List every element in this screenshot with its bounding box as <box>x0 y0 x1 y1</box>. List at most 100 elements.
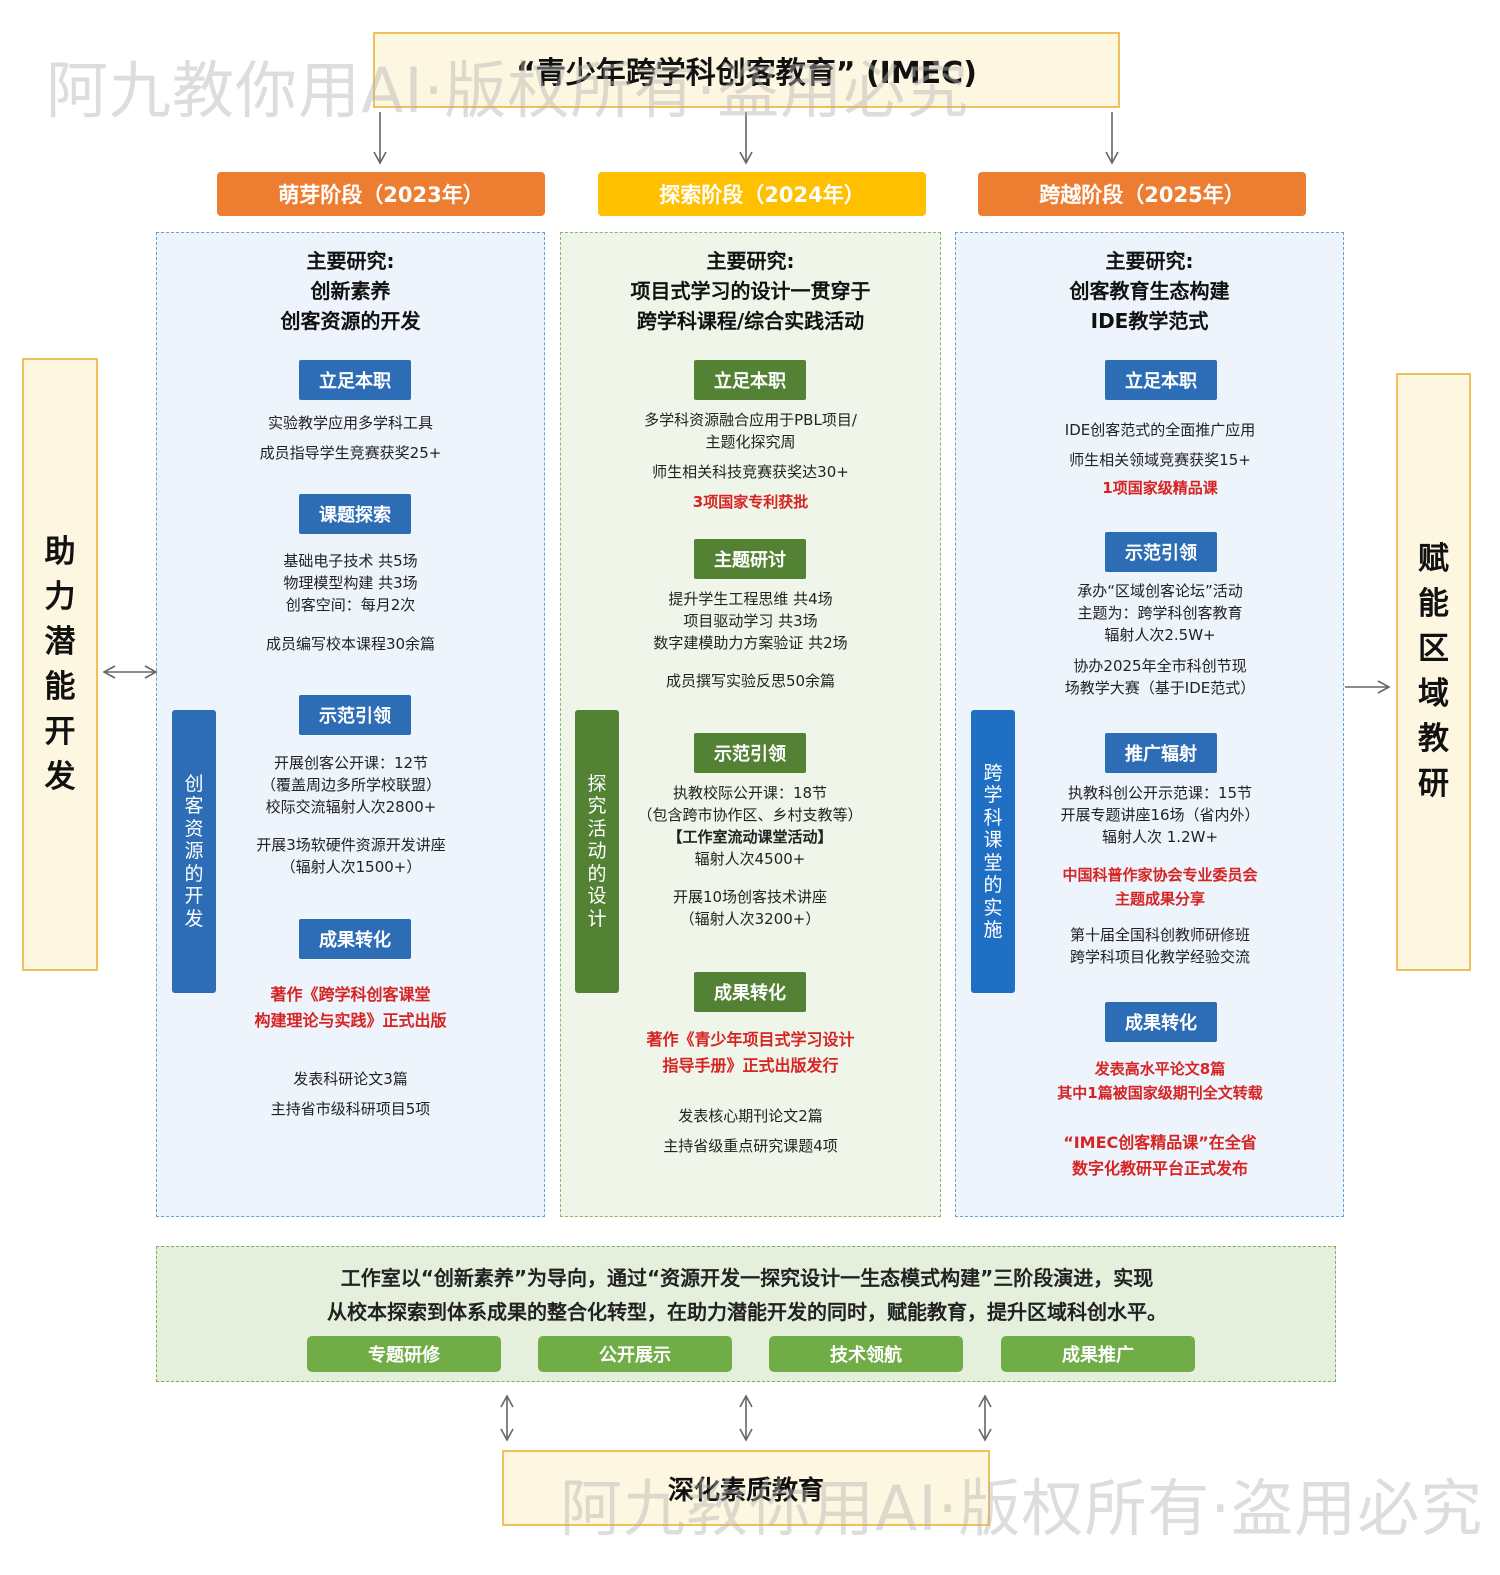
col3-s4-red: 发表高水平论文8篇 其中1篇被国家级期刊全文转载 <box>970 1057 1350 1105</box>
col2-s2-block: 提升学生工程思维 共4场 项目驱动学习 共3场 数字建模助力方案验证 共2场 <box>560 588 941 654</box>
col2-tag-shifan: 示范引领 <box>694 733 806 773</box>
col3-s4-red-line: 其中1篇被国家级期刊全文转载 <box>1057 1084 1263 1102</box>
col1-research: 主要研究: 创新素养 创客资源的开发 <box>156 246 545 336</box>
col1-tag-chengguo: 成果转化 <box>299 919 411 959</box>
col2-s3-line: （辐射人次3200+） <box>679 910 821 928</box>
col2-s4-line: 主持省级重点研究课题4项 <box>663 1137 838 1155</box>
col3-s3-red-line: 主题成果分享 <box>1114 890 1205 908</box>
col1-s2-extra: 成员编写校本课程30余篇 <box>265 635 436 653</box>
col2-s3-line: 【工作室流动课堂活动】 <box>667 828 833 846</box>
col3-s1-line: 师生相关领域竞赛获奖15+ <box>1069 451 1251 469</box>
col2-s3-line: （包含跨市协作区、乡村支教等） <box>637 806 863 824</box>
col2-s1-line2: 师生相关科技竞赛获奖达30+ <box>652 463 849 481</box>
side-box-left: 助力潜能开发 <box>22 358 98 971</box>
col2-s2-line: 项目驱动学习 共3场 <box>683 612 818 630</box>
col1-s3-line: （辐射人次1500+） <box>280 858 422 876</box>
col2-s3-line: 辐射人次4500+ <box>694 850 806 868</box>
col2-s2-line: 提升学生工程思维 共4场 <box>668 590 833 608</box>
col3-s2-line: 主题为：跨学科创客教育 <box>1077 604 1243 622</box>
col1-s2-line: 创客空间：每月2次 <box>285 596 416 614</box>
col1-research-line: 创客资源的开发 <box>280 309 421 333</box>
col1-s1-line: 实验教学应用多学科工具 <box>267 414 433 432</box>
pill-chengguo: 成果推广 <box>1001 1336 1195 1372</box>
col1-s4-red: 著作《跨学科创客课堂 构建理论与实践》正式出版 <box>156 982 545 1034</box>
main-title: “青少年跨学科创客教育” (IMEC) <box>373 32 1120 108</box>
col3-tag-shifan: 示范引领 <box>1105 532 1217 572</box>
col2-s4-red-line: 指导手册》正式出版发行 <box>662 1056 839 1075</box>
col3-s4-red-line: 发表高水平论文8篇 <box>1094 1060 1226 1078</box>
col2-s4-line: 发表核心期刊论文2篇 <box>678 1107 823 1125</box>
col1-s4-line: 主持省市级科研项目5项 <box>270 1100 431 1118</box>
col2-s2-extra: 成员撰写实验反思50余篇 <box>665 672 836 690</box>
col2-s4-lines: 发表核心期刊论文2篇 主持省级重点研究课题4项 <box>560 1101 941 1161</box>
col3-s3-block2: 第十届全国科创教师研修班 跨学科项目化教学经验交流 <box>970 924 1350 968</box>
col2-vertical-label: 探究活动的设计 <box>575 710 619 993</box>
col2-s3-block: 执教校际公开课：18节 （包含跨市协作区、乡村支教等） 【工作室流动课堂活动】 … <box>620 782 880 870</box>
col3-s2-line: 场教学大赛（基于IDE范式） <box>1064 679 1256 697</box>
bottom-goal-box: 深化素质教育 <box>502 1450 990 1526</box>
stage-3-header: 跨越阶段（2025年） <box>978 172 1306 216</box>
col3-s1-lines: IDE创客范式的全面推广应用 师生相关领域竞赛获奖15+ <box>970 415 1350 475</box>
col1-s3-line: 校际交流辐射人次2800+ <box>265 798 437 816</box>
col3-vertical-label: 跨学科课堂的实施 <box>971 710 1015 993</box>
col3-s1-red: 1项国家级精品课 <box>1102 479 1218 497</box>
col3-s3-red: 中国科普作家协会专业委员会 主题成果分享 <box>970 863 1350 911</box>
col2-tag-chengguo: 成果转化 <box>694 972 806 1012</box>
col2-s4-red-line: 著作《青少年项目式学习设计 <box>646 1030 855 1049</box>
col2-s1-line: 主题化探究周 <box>705 433 796 451</box>
stage-1-header: 萌芽阶段（2023年） <box>217 172 545 216</box>
col3-s1-line: IDE创客范式的全面推广应用 <box>1064 421 1256 439</box>
col2-s2-line: 数字建模助力方案验证 共2场 <box>653 634 848 652</box>
col1-s2-block: 基础电子技术 共5场 物理模型构建 共3场 创客空间：每月2次 <box>156 550 545 616</box>
col3-s3-block: 执教科创公开示范课：15节 开展专题讲座16场（省内外） 辐射人次 1.2W+ <box>970 782 1350 848</box>
col1-s3-block2: 开展3场软硬件资源开发讲座 （辐射人次1500+） <box>186 834 516 878</box>
col3-research-line: IDE教学范式 <box>1090 309 1209 333</box>
col1-tag-lizu: 立足本职 <box>299 360 411 400</box>
col3-research: 主要研究: 创客教育生态构建 IDE教学范式 <box>955 246 1344 336</box>
col2-research-line: 跨学科课程/综合实践活动 <box>636 309 865 333</box>
col3-s3-red-line: 中国科普作家协会专业委员会 <box>1062 866 1258 884</box>
col2-s3-line: 执教校际公开课：18节 <box>672 784 828 802</box>
col1-s1-line: 成员指导学生竞赛获奖25+ <box>259 444 442 462</box>
col3-s4-red-line: “IMEC创客精品课”在全省 <box>1063 1133 1257 1152</box>
col2-research-line: 项目式学习的设计一贯穿于 <box>630 279 871 303</box>
col2-research: 主要研究: 项目式学习的设计一贯穿于 跨学科课程/综合实践活动 <box>560 246 941 336</box>
col1-s3-line: （覆盖周边多所学校联盟） <box>260 776 441 794</box>
stage-2-header: 探索阶段（2024年） <box>598 172 926 216</box>
col2-tag-lizu: 立足本职 <box>694 360 806 400</box>
col3-s2-block2: 协办2025年全市科创节现 场教学大赛（基于IDE范式） <box>970 655 1350 699</box>
col1-s4-lines: 发表科研论文3篇 主持省市级科研项目5项 <box>156 1064 545 1124</box>
col2-research-heading: 主要研究: <box>706 249 795 273</box>
col2-s4-red: 著作《青少年项目式学习设计 指导手册》正式出版发行 <box>560 1027 941 1079</box>
col2-tag-zhuti: 主题研讨 <box>694 539 806 579</box>
col3-s2-line: 承办“区域创客论坛”活动 <box>1077 582 1243 600</box>
col1-vertical-label: 创客资源的开发 <box>172 710 216 993</box>
col1-tag-keti: 课题探索 <box>299 494 411 534</box>
col1-s4-red-line: 著作《跨学科创客课堂 <box>270 985 431 1004</box>
col2-s1-line: 多学科资源融合应用于PBL项目/ <box>644 411 857 429</box>
col1-s3-line: 开展创客公开课：12节 <box>273 754 429 772</box>
col1-s4-red-line: 构建理论与实践》正式出版 <box>254 1011 447 1030</box>
pill-zhuanti: 专题研修 <box>307 1336 501 1372</box>
col3-s2-line: 协办2025年全市科创节现 <box>1073 657 1247 675</box>
col1-s3-line: 开展3场软硬件资源开发讲座 <box>256 836 446 854</box>
col3-s3-line: 辐射人次 1.2W+ <box>1101 828 1219 846</box>
col3-s3-line: 跨学科项目化教学经验交流 <box>1069 948 1250 966</box>
col2-s3-line: 开展10场创客技术讲座 <box>672 888 828 906</box>
col3-s4-red-line: 数字化教研平台正式发布 <box>1071 1159 1248 1178</box>
col3-research-heading: 主要研究: <box>1105 249 1194 273</box>
col2-s1-red: 3项国家专利获批 <box>692 493 809 511</box>
col3-s3-line: 开展专题讲座16场（省内外） <box>1060 806 1260 824</box>
col1-s4-line: 发表科研论文3篇 <box>293 1070 408 1088</box>
col3-tag-lizu: 立足本职 <box>1105 360 1217 400</box>
col3-s4-red2: “IMEC创客精品课”在全省 数字化教研平台正式发布 <box>970 1130 1350 1182</box>
col3-s3-line: 第十届全国科创教师研修班 <box>1069 926 1250 944</box>
summary-line-2: 从校本探索到体系成果的整合化转型，在助力潜能开发的同时，赋能教育，提升区域科创水… <box>327 1300 1167 1324</box>
col1-tag-shifan: 示范引领 <box>299 695 411 735</box>
col3-s2-line: 辐射人次2.5W+ <box>1104 626 1216 644</box>
col1-research-heading: 主要研究: <box>306 249 395 273</box>
col1-s2-line: 基础电子技术 共5场 <box>283 552 418 570</box>
col1-s3-block: 开展创客公开课：12节 （覆盖周边多所学校联盟） 校际交流辐射人次2800+ <box>186 752 516 818</box>
col3-tag-tuiguang: 推广辐射 <box>1105 733 1217 773</box>
col3-s3-line: 执教科创公开示范课：15节 <box>1067 784 1253 802</box>
